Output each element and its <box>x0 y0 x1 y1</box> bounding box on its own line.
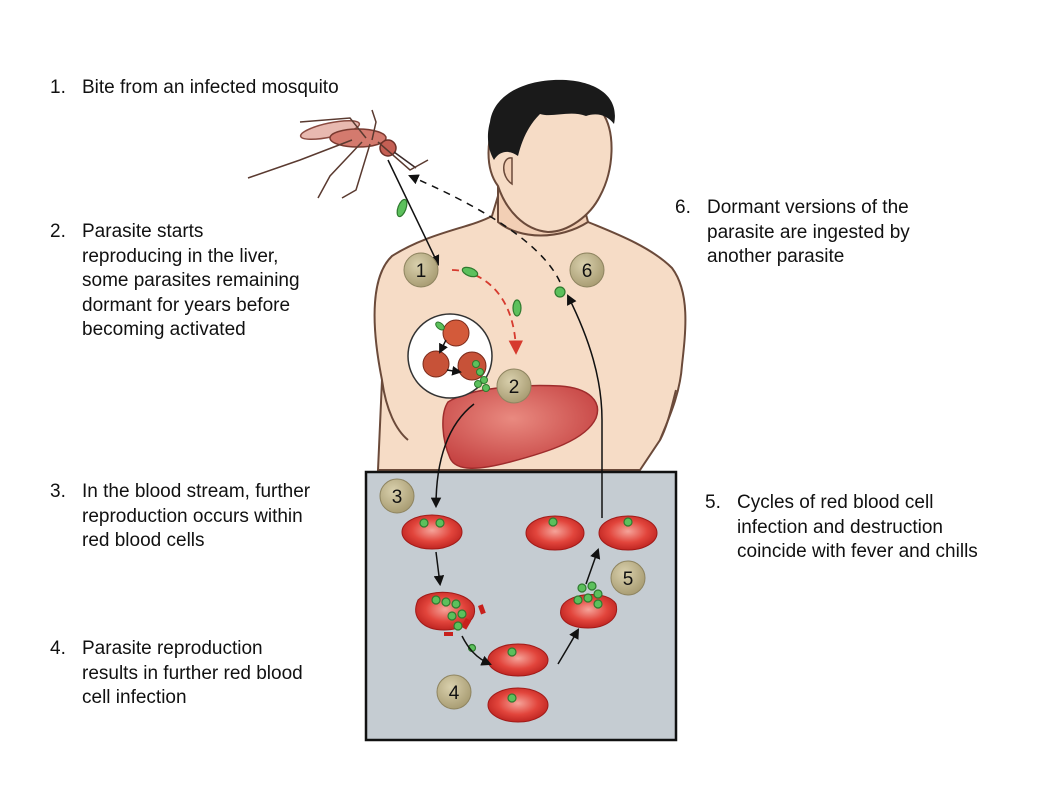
ear <box>503 157 513 186</box>
step-6-caption: 6. Dormant versions of the parasite are … <box>675 196 975 270</box>
blood-to-chest-arrow <box>567 294 603 518</box>
svg-text:3: 3 <box>392 487 403 508</box>
step-marker-6: 6 <box>569 252 605 288</box>
step-marker-4: 4 <box>436 674 472 710</box>
panel-arrows <box>433 548 601 666</box>
step-5-text: Cycles of red blood cell infection and d… <box>737 492 978 562</box>
step-marker-1: 1 <box>403 252 439 288</box>
svg-text:2: 2 <box>509 377 520 398</box>
left-arm <box>659 389 677 441</box>
step-5-caption: 5. Cycles of red blood cell infection an… <box>705 491 1045 565</box>
liver-cell-inset <box>407 313 493 399</box>
liver-to-blood-arrow <box>430 403 475 509</box>
step-3-text: In the blood stream, further reproductio… <box>82 481 311 551</box>
bite-arrow <box>387 159 440 266</box>
liver <box>442 384 599 469</box>
svg-text:6: 6 <box>582 261 593 282</box>
svg-text:1: 1 <box>416 261 427 282</box>
step-3-number: 3. <box>50 481 66 502</box>
step-2-text: Parasite starts reproducing in the liver… <box>82 221 300 340</box>
return-dashed-arrow <box>408 174 561 283</box>
step-3-caption: 3. In the blood stream, further reproduc… <box>50 480 350 554</box>
sporozoites <box>396 198 566 317</box>
liver-red-arrow <box>451 269 524 355</box>
svg-text:5: 5 <box>623 569 634 590</box>
svg-text:4: 4 <box>449 683 460 704</box>
mosquito <box>247 109 429 199</box>
hair <box>487 79 615 160</box>
step-4-text: Parasite reproduction results in further… <box>82 638 303 708</box>
step-5-number: 5. <box>705 492 721 513</box>
step-marker-3: 3 <box>379 478 415 514</box>
step-1-number: 1. <box>50 77 66 98</box>
step-4-caption: 4. Parasite reproduction results in furt… <box>50 637 350 711</box>
step-4-number: 4. <box>50 638 66 659</box>
step-marker-5: 5 <box>610 560 646 596</box>
step-2-number: 2. <box>50 221 66 242</box>
right-arm <box>381 379 409 441</box>
step-6-text: Dormant versions of the parasite are ing… <box>707 197 910 267</box>
blood-parasites <box>419 517 633 703</box>
step-1-text: Bite from an infected mosquito <box>82 77 339 98</box>
step-6-number: 6. <box>675 197 691 218</box>
step-1-caption: 1. Bite from an infected mosquito <box>50 76 410 101</box>
step-2-caption: 2. Parasite starts reproducing in the li… <box>50 220 350 343</box>
step-marker-2: 2 <box>496 368 532 404</box>
